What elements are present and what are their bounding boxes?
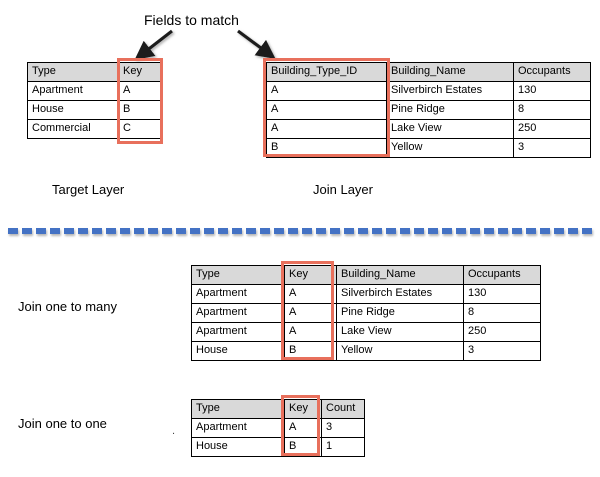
column-header-building-name: Building_Name <box>336 265 464 285</box>
arrow-to-join-key <box>237 29 276 59</box>
cell-type: Apartment <box>27 81 119 101</box>
table-row: A Pine Ridge 8 <box>266 100 591 120</box>
cell-building-name: Yellow <box>336 341 464 361</box>
cell-count: 3 <box>321 418 365 438</box>
table-row: Commercial C <box>27 119 161 139</box>
section-divider <box>8 228 594 234</box>
cell-type: House <box>191 437 285 457</box>
cell-key: B <box>284 437 322 457</box>
cell-building-type-id: A <box>266 119 387 139</box>
column-header-key: Key <box>284 265 337 285</box>
table-row: Apartment A Silverbirch Estates 130 <box>191 284 541 304</box>
caption-join-layer: Join Layer <box>313 182 373 197</box>
column-header-building-name: Building_Name <box>386 62 514 82</box>
cell-occupants: 250 <box>513 119 591 139</box>
column-header-key: Key <box>118 62 161 82</box>
table-row: Apartment A 3 <box>191 418 365 438</box>
cell-key: A <box>284 322 337 342</box>
cell-occupants: 3 <box>463 341 541 361</box>
cell-occupants: 250 <box>463 322 541 342</box>
cell-occupants: 130 <box>463 284 541 304</box>
cell-building-name: Silverbirch Estates <box>386 81 514 101</box>
cell-key: A <box>284 284 337 304</box>
cell-occupants: 3 <box>513 138 591 158</box>
cell-key: C <box>118 119 161 139</box>
cell-type: Apartment <box>191 322 285 342</box>
cell-type: House <box>27 100 119 120</box>
target-layer-table: Type Key Apartment A House B Commercial … <box>27 62 161 139</box>
arrow-to-target-key <box>134 29 173 61</box>
table-header-row: Building_Type_ID Building_Name Occupants <box>266 62 591 82</box>
join-one-to-one-table: Type Key Count Apartment A 3 House B 1 <box>191 399 365 457</box>
table-row: House B 1 <box>191 437 365 457</box>
column-header-key: Key <box>284 399 322 419</box>
caption-join-one-to-many: Join one to many <box>18 299 118 314</box>
cell-count: 1 <box>321 437 365 457</box>
table-header-row: Type Key Building_Name Occupants <box>191 265 541 285</box>
join-one-to-many-table: Type Key Building_Name Occupants Apartme… <box>191 265 541 361</box>
fields-to-match-title: Fields to match <box>144 12 239 28</box>
stray-dot-mark: . <box>172 425 176 437</box>
cell-key: A <box>284 303 337 323</box>
table-row: House B <box>27 100 161 120</box>
cell-occupants: 130 <box>513 81 591 101</box>
cell-building-name: Silverbirch Estates <box>336 284 464 304</box>
cell-building-name: Pine Ridge <box>386 100 514 120</box>
cell-building-type-id: A <box>266 81 387 101</box>
cell-building-type-id: A <box>266 100 387 120</box>
cell-key: B <box>118 100 161 120</box>
table-row: A Silverbirch Estates 130 <box>266 81 591 101</box>
table-row: Apartment A Pine Ridge 8 <box>191 303 541 323</box>
caption-join-one-to-one: Join one to one <box>18 416 107 431</box>
column-header-occupants: Occupants <box>513 62 591 82</box>
cell-type: Apartment <box>191 418 285 438</box>
table-row: Apartment A Lake View 250 <box>191 322 541 342</box>
caption-target-layer: Target Layer <box>52 182 125 197</box>
cell-occupants: 8 <box>463 303 541 323</box>
column-header-type: Type <box>191 265 285 285</box>
column-header-occupants: Occupants <box>463 265 541 285</box>
cell-type: Commercial <box>27 119 119 139</box>
table-row: A Lake View 250 <box>266 119 591 139</box>
cell-building-name: Pine Ridge <box>336 303 464 323</box>
column-header-type: Type <box>191 399 285 419</box>
cell-building-name: Lake View <box>336 322 464 342</box>
cell-building-type-id: B <box>266 138 387 158</box>
cell-type: Apartment <box>191 303 285 323</box>
table-header-row: Type Key Count <box>191 399 365 419</box>
cell-type: Apartment <box>191 284 285 304</box>
table-row: B Yellow 3 <box>266 138 591 158</box>
table-row: Apartment A <box>27 81 161 101</box>
cell-building-name: Lake View <box>386 119 514 139</box>
column-header-building-type-id: Building_Type_ID <box>266 62 387 82</box>
column-header-type: Type <box>27 62 119 82</box>
cell-building-name: Yellow <box>386 138 514 158</box>
join-layer-table: Building_Type_ID Building_Name Occupants… <box>266 62 591 158</box>
cell-key: A <box>118 81 161 101</box>
table-row: House B Yellow 3 <box>191 341 541 361</box>
cell-type: House <box>191 341 285 361</box>
cell-key: B <box>284 341 337 361</box>
cell-key: A <box>284 418 322 438</box>
table-header-row: Type Key <box>27 62 161 82</box>
column-header-count: Count <box>321 399 365 419</box>
cell-occupants: 8 <box>513 100 591 120</box>
